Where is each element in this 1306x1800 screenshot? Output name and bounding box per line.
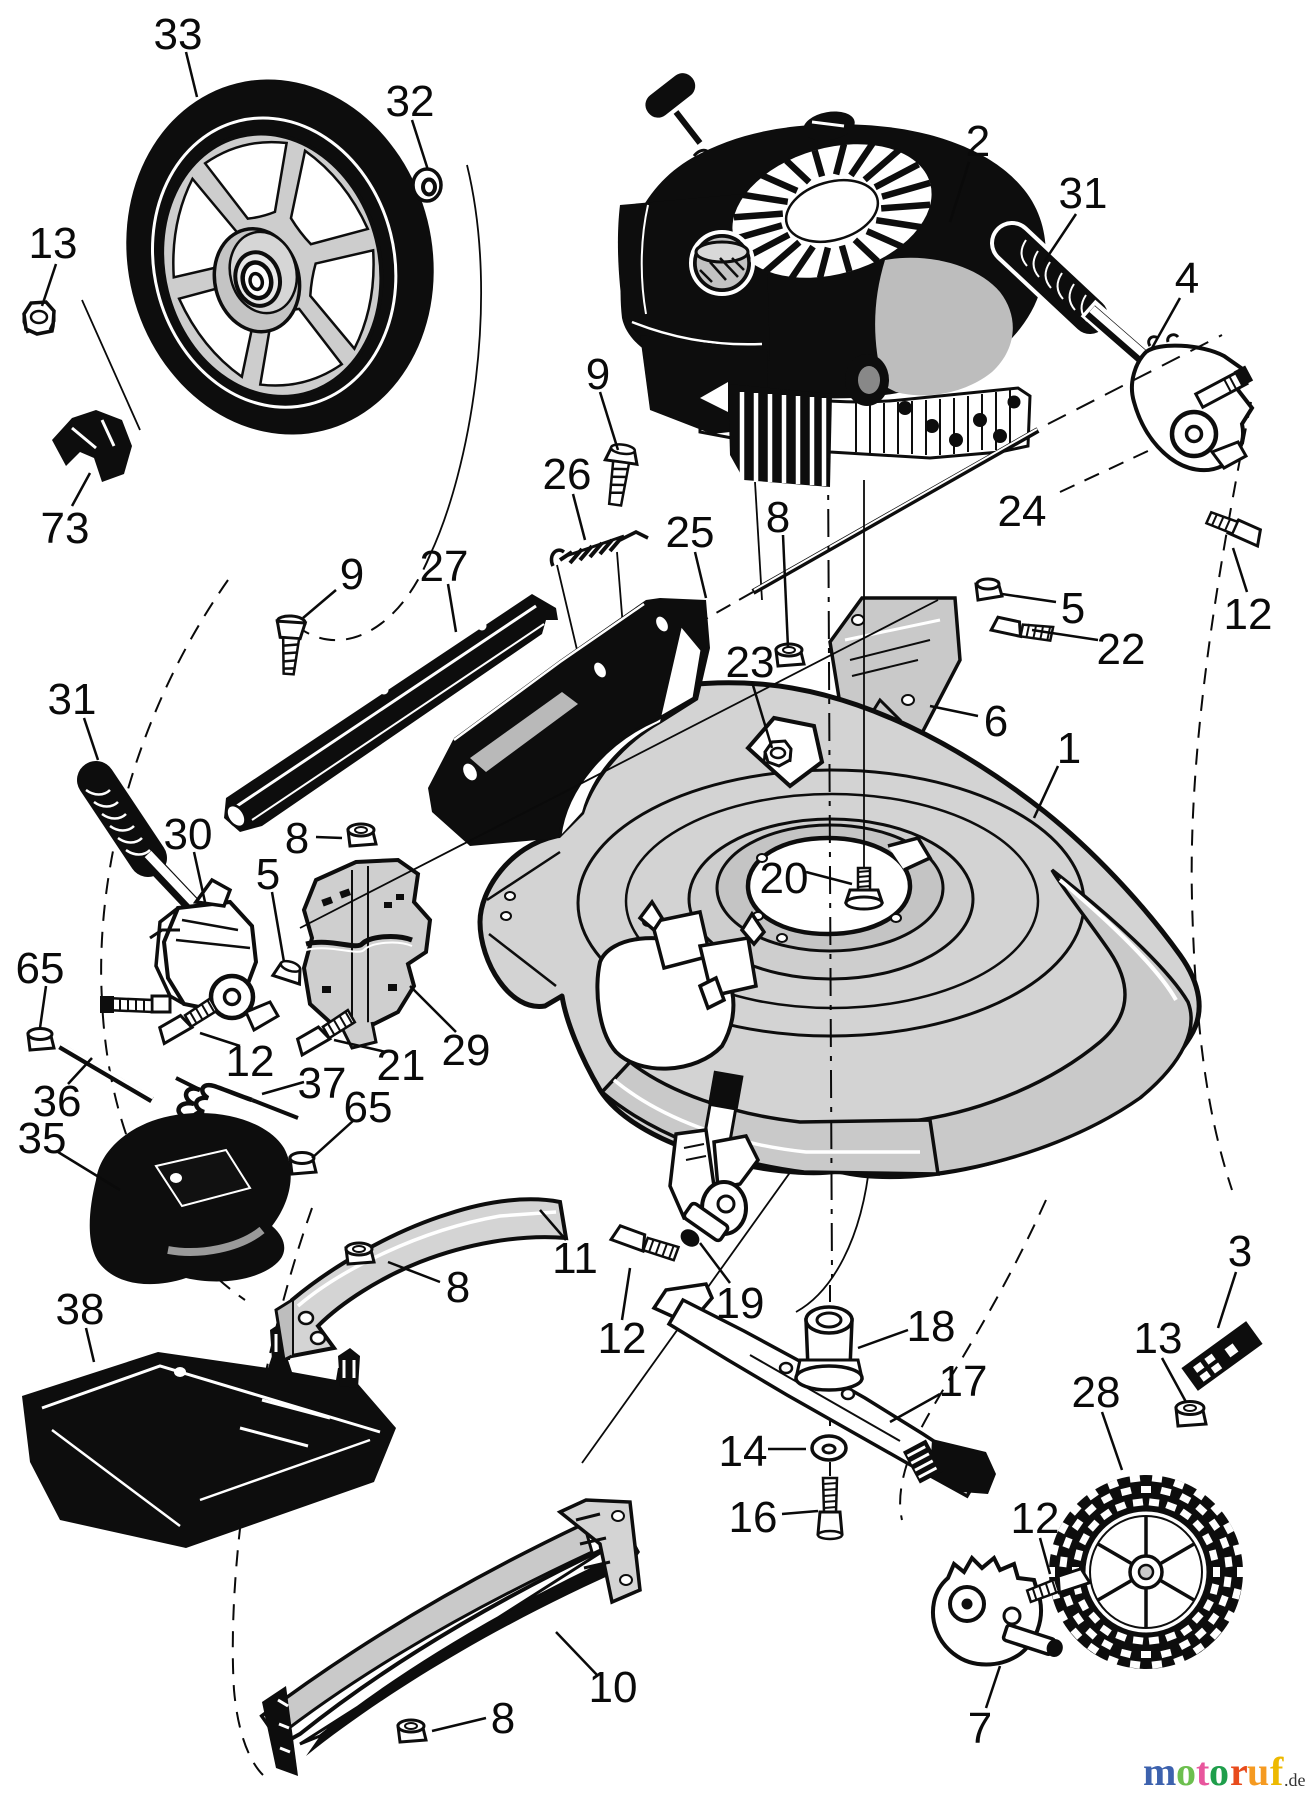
svg-text:o: o xyxy=(1209,1749,1229,1794)
svg-text:23: 23 xyxy=(726,638,775,687)
svg-text:30: 30 xyxy=(164,810,213,859)
svg-text:12: 12 xyxy=(1011,1494,1060,1543)
svg-text:1: 1 xyxy=(1057,724,1081,773)
svg-text:18: 18 xyxy=(907,1302,956,1351)
svg-text:11: 11 xyxy=(552,1234,598,1283)
svg-text:2: 2 xyxy=(966,117,990,166)
svg-text:28: 28 xyxy=(1072,1368,1121,1417)
svg-text:31: 31 xyxy=(1059,169,1108,218)
svg-text:4: 4 xyxy=(1175,254,1199,303)
svg-text:27: 27 xyxy=(420,542,469,591)
svg-text:9: 9 xyxy=(340,550,364,599)
svg-text:65: 65 xyxy=(16,944,65,993)
svg-text:r: r xyxy=(1230,1749,1248,1794)
svg-text:m: m xyxy=(1143,1749,1176,1794)
svg-text:12: 12 xyxy=(226,1037,275,1086)
svg-text:17: 17 xyxy=(939,1357,988,1406)
svg-text:38: 38 xyxy=(56,1285,105,1334)
svg-text:5: 5 xyxy=(1061,584,1085,633)
svg-text:12: 12 xyxy=(1224,590,1273,639)
svg-text:5: 5 xyxy=(256,850,280,899)
svg-text:35: 35 xyxy=(18,1114,67,1163)
svg-text:8: 8 xyxy=(446,1263,470,1312)
svg-text:22: 22 xyxy=(1097,625,1146,674)
svg-text:.de: .de xyxy=(1284,1770,1306,1790)
svg-text:24: 24 xyxy=(998,487,1047,536)
svg-text:29: 29 xyxy=(442,1026,491,1075)
svg-text:33: 33 xyxy=(154,10,203,59)
svg-text:9: 9 xyxy=(586,350,610,399)
svg-text:6: 6 xyxy=(984,697,1008,746)
svg-text:t: t xyxy=(1196,1749,1210,1794)
svg-text:u: u xyxy=(1247,1749,1269,1794)
svg-text:65: 65 xyxy=(344,1083,393,1132)
svg-text:36: 36 xyxy=(33,1077,82,1126)
svg-text:13: 13 xyxy=(1134,1314,1183,1363)
svg-text:10: 10 xyxy=(589,1663,638,1712)
svg-text:16: 16 xyxy=(729,1493,778,1542)
svg-text:32: 32 xyxy=(386,77,435,126)
svg-text:37: 37 xyxy=(298,1059,347,1108)
svg-text:13: 13 xyxy=(29,219,78,268)
svg-text:14: 14 xyxy=(719,1427,768,1476)
svg-text:o: o xyxy=(1176,1749,1196,1794)
svg-text:8: 8 xyxy=(285,814,309,863)
svg-text:20: 20 xyxy=(760,854,809,903)
svg-text:8: 8 xyxy=(766,493,790,542)
svg-text:3: 3 xyxy=(1228,1227,1252,1276)
svg-text:8: 8 xyxy=(491,1694,515,1743)
svg-text:7: 7 xyxy=(968,1704,992,1753)
svg-text:73: 73 xyxy=(41,504,90,553)
svg-text:19: 19 xyxy=(716,1279,765,1328)
svg-text:26: 26 xyxy=(543,450,592,499)
svg-text:f: f xyxy=(1270,1749,1284,1794)
svg-text:31: 31 xyxy=(48,675,97,724)
svg-text:21: 21 xyxy=(377,1041,426,1090)
svg-text:12: 12 xyxy=(598,1314,647,1363)
svg-text:25: 25 xyxy=(666,508,715,557)
